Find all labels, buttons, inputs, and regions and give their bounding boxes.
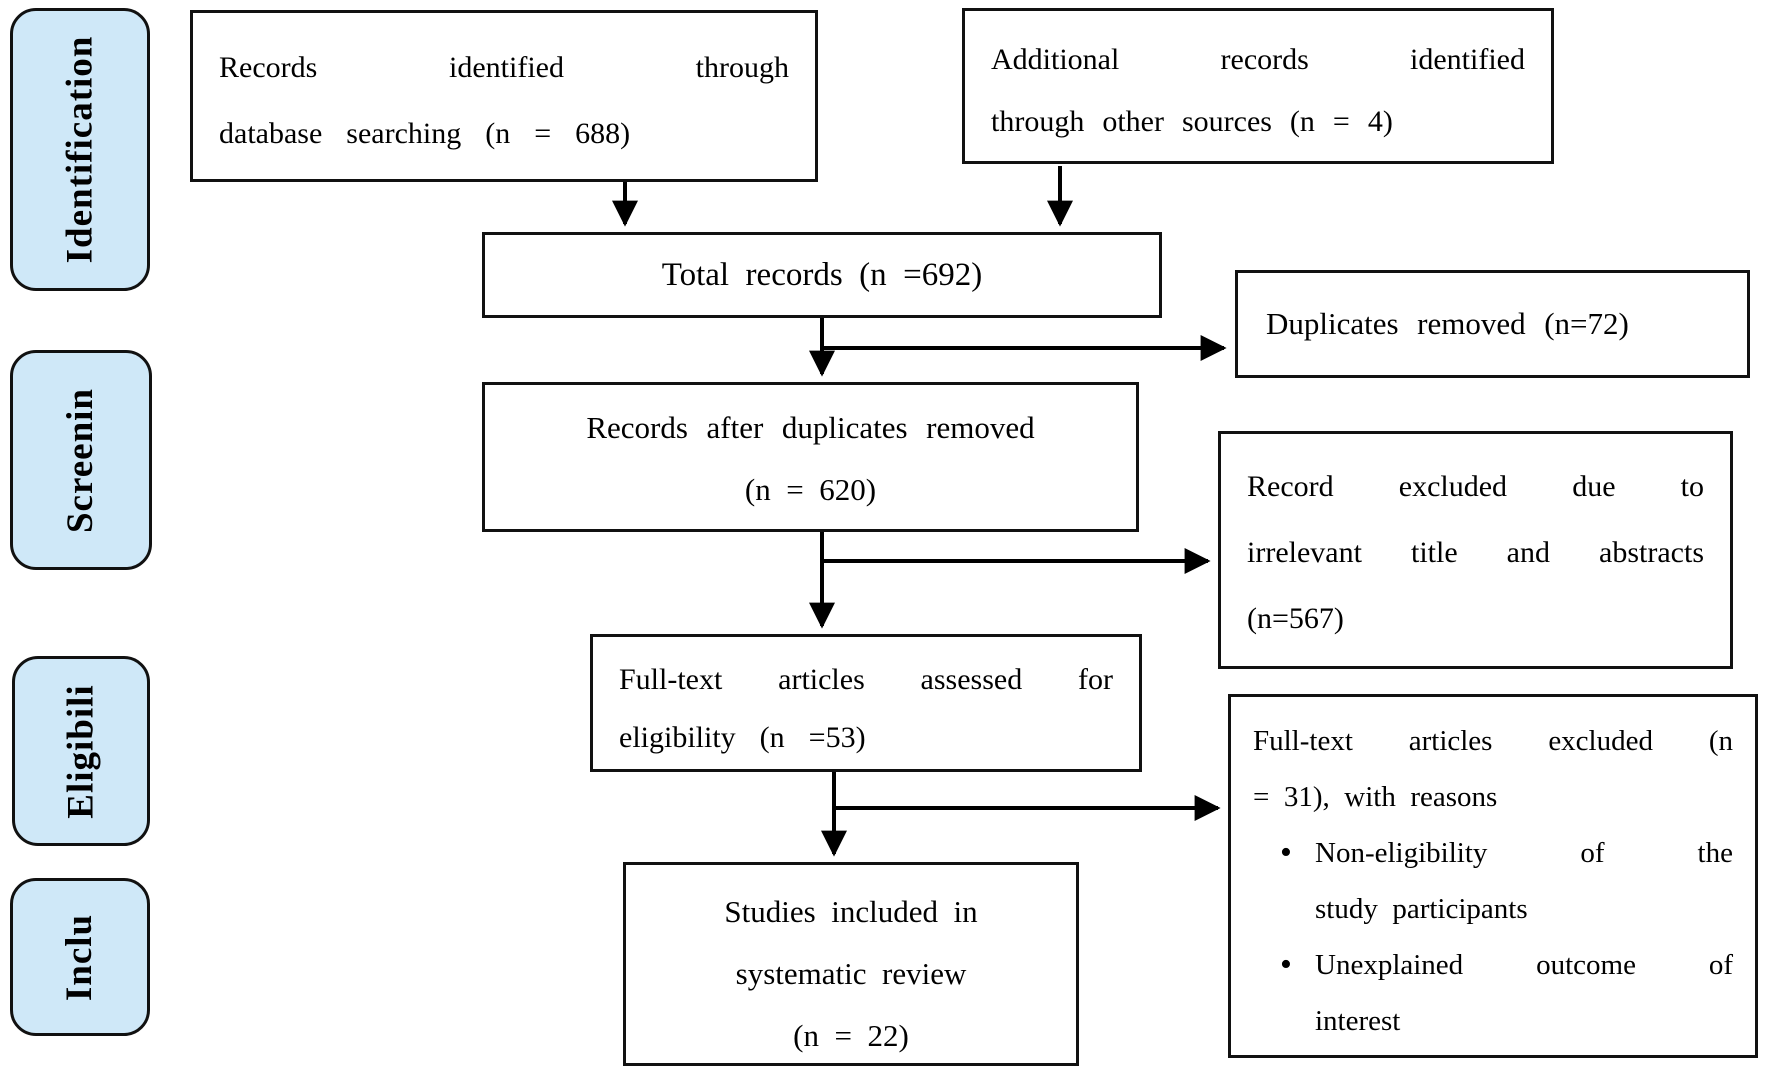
box-line: = 31), with reasons [1253,781,1498,813]
bullet-item: • Non-eligibility of the study participa… [1231,825,1755,937]
box-line: Record excluded due to [1247,470,1704,503]
box-duplicates-removed: Duplicates removed (n=72) [1235,270,1750,378]
bullet-icon: • [1280,834,1292,871]
box-line: (n = 620) [744,472,877,507]
box-fulltext-assessed: Full-text articles assessed for eligibil… [590,634,1142,772]
box-line: eligibility (n =53) [619,721,866,754]
box-line: Full-text articles excluded (n [1253,725,1733,757]
box-line: systematic review [735,956,967,991]
bullet-icon: • [1280,946,1292,983]
box-line: irrelevant title and abstracts [1247,536,1704,569]
box-records-after-duplicates: Records after duplicates removed (n = 62… [482,382,1139,532]
box-studies-included: Studies included in systematic review (n… [623,862,1079,1066]
box-records-identified: Records identified through database sear… [190,10,818,182]
box-line: (n = 22) [793,1018,909,1053]
bullet-item-text: Unexplained outcome of interest [1315,937,1733,1049]
box-records-excluded: Record excluded due to irrelevant title … [1218,431,1733,669]
box-line: Total records (n =692) [661,257,983,293]
stage-included-label: Inclu [59,913,101,1001]
box-line: through other sources (n = 4) [991,105,1393,138]
stage-identification: Identification [10,8,150,291]
box-line: Additional records identified [991,43,1525,76]
box-fulltext-excluded: Full-text articles excluded (n = 31), wi… [1228,694,1758,1058]
stage-screening: Screenin [10,350,152,570]
stage-eligibility: Eligibili [12,656,150,846]
stage-eligibility-label: Eligibili [60,683,102,819]
box-line: Full-text articles assessed for [619,663,1113,696]
stage-screening-label: Screenin [60,387,102,533]
box-line: interest [1315,1005,1401,1037]
box-additional-records: Additional records identified through ot… [962,8,1554,164]
box-line: Studies included in [724,894,978,929]
box-line: Non-eligibility of the [1315,837,1733,869]
box-line: Unexplained outcome of [1315,949,1733,981]
stage-identification-label: Identification [59,35,101,264]
box-line: Records after duplicates removed [586,410,1035,445]
box-line: study participants [1315,893,1528,925]
box-line: Records identified through [219,51,789,84]
bullet-item: • Unexplained outcome of interest [1231,937,1755,1049]
box-line: Duplicates removed (n=72) [1266,306,1629,341]
box-total-records: Total records (n =692) [482,232,1162,318]
stage-included: Inclu [10,878,150,1036]
box-line: database searching (n = 688) [219,117,631,150]
box-line: (n=567) [1247,602,1344,635]
bullet-item-text: Non-eligibility of the study participant… [1315,825,1733,937]
